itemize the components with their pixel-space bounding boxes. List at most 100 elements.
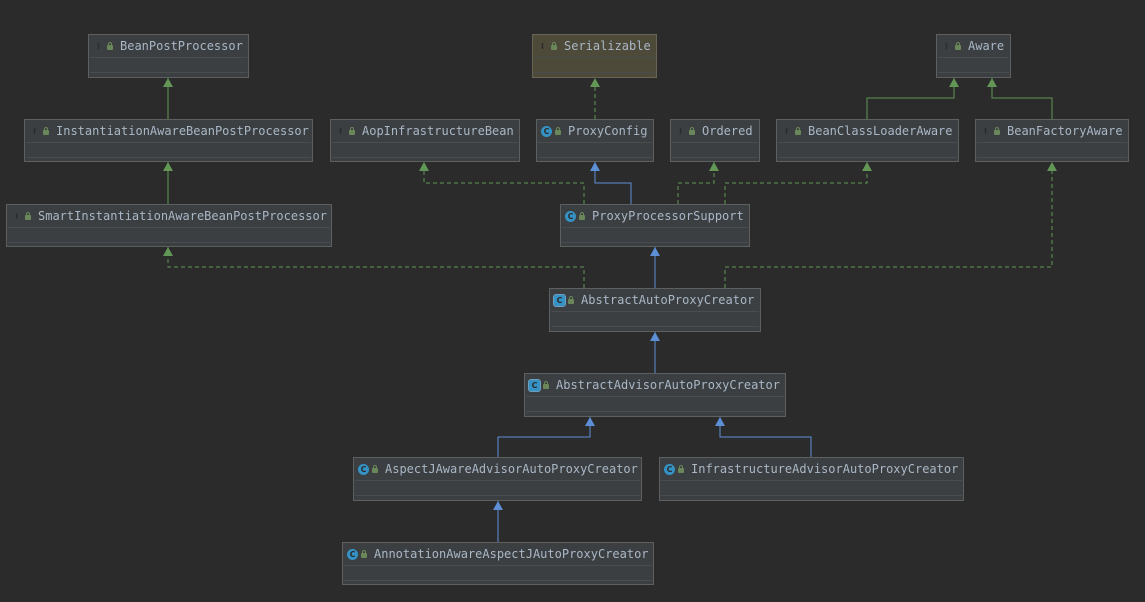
class-icon: C bbox=[358, 463, 369, 475]
node-label: AspectJAwareAdvisorAutoProxyCreator bbox=[385, 462, 638, 476]
edge-ProxyProcessorSupport-to-ProxyConfig bbox=[590, 162, 632, 204]
node-annotation-aware-aspectj-auto-proxy-creator[interactable]: C AnnotationAwareAspectJAutoProxyCreator bbox=[342, 542, 654, 585]
node-bean-class-loader-aware[interactable]: I BeanClassLoaderAware bbox=[776, 119, 959, 162]
edge-InstantiationAwareBeanPostProcessor-to-BeanPostProcessor bbox=[163, 78, 173, 119]
node-label: Aware bbox=[968, 39, 1005, 53]
arrowhead bbox=[590, 162, 600, 171]
edge-AbstractAutoProxyCreator-to-ProxyProcessorSupport bbox=[650, 247, 660, 288]
node-bean-post-processor[interactable]: I BeanPostProcessor bbox=[88, 34, 249, 78]
node-label: Ordered bbox=[702, 124, 753, 138]
lock-icon bbox=[43, 126, 49, 135]
edge-AbstractAdvisorAutoProxyCreator-to-AbstractAutoProxyCreator bbox=[650, 332, 660, 373]
edge-line bbox=[497, 417, 591, 457]
edge-InfrastructureAdvisorAutoProxyCreator-to-AbstractAdvisorAutoProxyCreator bbox=[715, 417, 812, 457]
interface-icon: I bbox=[541, 41, 544, 51]
arrowhead bbox=[163, 78, 173, 87]
lock-icon bbox=[795, 126, 801, 135]
node-label: Serializable bbox=[564, 39, 651, 53]
lock-icon bbox=[555, 126, 561, 135]
edge-line bbox=[167, 247, 585, 288]
node-label: InfrastructureAdvisorAutoProxyCreator bbox=[691, 462, 959, 476]
lock-icon bbox=[689, 126, 695, 135]
edge-line bbox=[677, 162, 715, 204]
node-label: InstantiationAwareBeanPostProcessor bbox=[56, 124, 309, 138]
node-abstract-auto-proxy-creator[interactable]: C AbstractAutoProxyCreator bbox=[549, 288, 761, 332]
lock-icon bbox=[107, 41, 113, 50]
node-label: AopInfrastructureBean bbox=[362, 124, 514, 138]
interface-icon: I bbox=[97, 41, 100, 51]
edge-AbstractAutoProxyCreator-to-BeanFactoryAware bbox=[724, 162, 1057, 288]
lock-icon bbox=[678, 464, 684, 473]
node-ordered[interactable]: I Ordered bbox=[670, 119, 760, 162]
arrowhead bbox=[493, 501, 503, 510]
edge-ProxyConfig-to-Serializable bbox=[590, 78, 600, 119]
arrowhead bbox=[590, 78, 600, 87]
edge-line bbox=[866, 78, 955, 119]
arrowhead bbox=[650, 247, 660, 256]
interface-icon: I bbox=[679, 126, 682, 136]
node-serializable[interactable]: I Serializable bbox=[532, 34, 657, 78]
node-instantiation-aware-bean-post-processor[interactable]: I InstantiationAwareBeanPostProcessor bbox=[24, 119, 313, 162]
node-proxy-config[interactable]: C ProxyConfig bbox=[536, 119, 654, 162]
edge-line bbox=[724, 162, 1053, 288]
lock-icon bbox=[349, 126, 355, 135]
lock-icon bbox=[372, 464, 378, 473]
node-label: AbstractAdvisorAutoProxyCreator bbox=[556, 378, 780, 392]
arrowhead bbox=[163, 162, 173, 171]
interface-icon: I bbox=[15, 211, 18, 221]
arrowhead bbox=[163, 247, 173, 256]
interface-icon: I bbox=[785, 126, 788, 136]
interface-icon: I bbox=[945, 41, 948, 51]
edge-line bbox=[724, 162, 868, 204]
arrowhead bbox=[715, 417, 725, 426]
node-label: ProxyConfig bbox=[568, 124, 648, 138]
node-aware[interactable]: I Aware bbox=[936, 34, 1011, 78]
node-smart-instantiation-aware-bean-post-processor[interactable]: I SmartInstantiationAwareBeanPostProcesso… bbox=[6, 204, 332, 247]
interface-icon: I bbox=[984, 126, 987, 136]
arrowhead bbox=[709, 162, 719, 171]
abstract-class-icon: C bbox=[553, 293, 566, 307]
arrowhead bbox=[949, 78, 959, 87]
abstract-class-icon: C bbox=[528, 378, 541, 392]
edge-SmartInstantiationAwareBeanPostProcessor-to-InstantiationAwareBeanPostProcessor bbox=[163, 162, 173, 204]
node-label: BeanClassLoaderAware bbox=[808, 124, 953, 138]
arrowhead bbox=[987, 78, 997, 87]
lock-icon bbox=[579, 211, 585, 220]
edge-ProxyProcessorSupport-to-Ordered bbox=[677, 162, 719, 204]
node-label: SmartInstantiationAwareBeanPostProcessor bbox=[38, 209, 327, 223]
edge-line bbox=[423, 162, 585, 204]
edge-line bbox=[991, 78, 1053, 119]
node-label: AbstractAutoProxyCreator bbox=[581, 293, 755, 307]
edge-AnnotationAwareAspectJAutoProxyCreator-to-AspectJAwareAdvisorAutoProxyCreator bbox=[493, 501, 503, 542]
lock-icon bbox=[25, 211, 31, 220]
interface-icon: I bbox=[33, 126, 36, 136]
lock-icon bbox=[543, 380, 549, 389]
lock-icon bbox=[551, 41, 557, 50]
class-icon: C bbox=[565, 210, 576, 222]
node-aspectj-aware-advisor-auto-proxy-creator[interactable]: C AspectJAwareAdvisorAutoProxyCreator bbox=[353, 457, 642, 501]
class-icon: C bbox=[541, 125, 552, 137]
edge-line bbox=[594, 162, 632, 204]
edge-ProxyProcessorSupport-to-BeanClassLoaderAware bbox=[724, 162, 872, 204]
arrowhead bbox=[419, 162, 429, 171]
lock-icon bbox=[361, 549, 367, 558]
class-icon: C bbox=[347, 548, 358, 560]
arrowhead bbox=[650, 332, 660, 341]
lock-icon bbox=[568, 295, 574, 304]
arrowhead bbox=[1047, 162, 1057, 171]
node-label: AnnotationAwareAspectJAutoProxyCreator bbox=[374, 547, 649, 561]
node-label: BeanPostProcessor bbox=[120, 39, 243, 53]
edge-ProxyProcessorSupport-to-AopInfrastructureBean bbox=[419, 162, 585, 204]
lock-icon bbox=[994, 126, 1000, 135]
node-proxy-processor-support[interactable]: C ProxyProcessorSupport bbox=[560, 204, 750, 247]
node-label: ProxyProcessorSupport bbox=[592, 209, 744, 223]
edge-line bbox=[719, 417, 812, 457]
node-abstract-advisor-auto-proxy-creator[interactable]: C AbstractAdvisorAutoProxyCreator bbox=[524, 373, 786, 417]
edge-BeanClassLoaderAware-to-Aware bbox=[866, 78, 959, 119]
edge-AspectJAwareAdvisorAutoProxyCreator-to-AbstractAdvisorAutoProxyCreator bbox=[497, 417, 595, 457]
lock-icon bbox=[955, 41, 961, 50]
